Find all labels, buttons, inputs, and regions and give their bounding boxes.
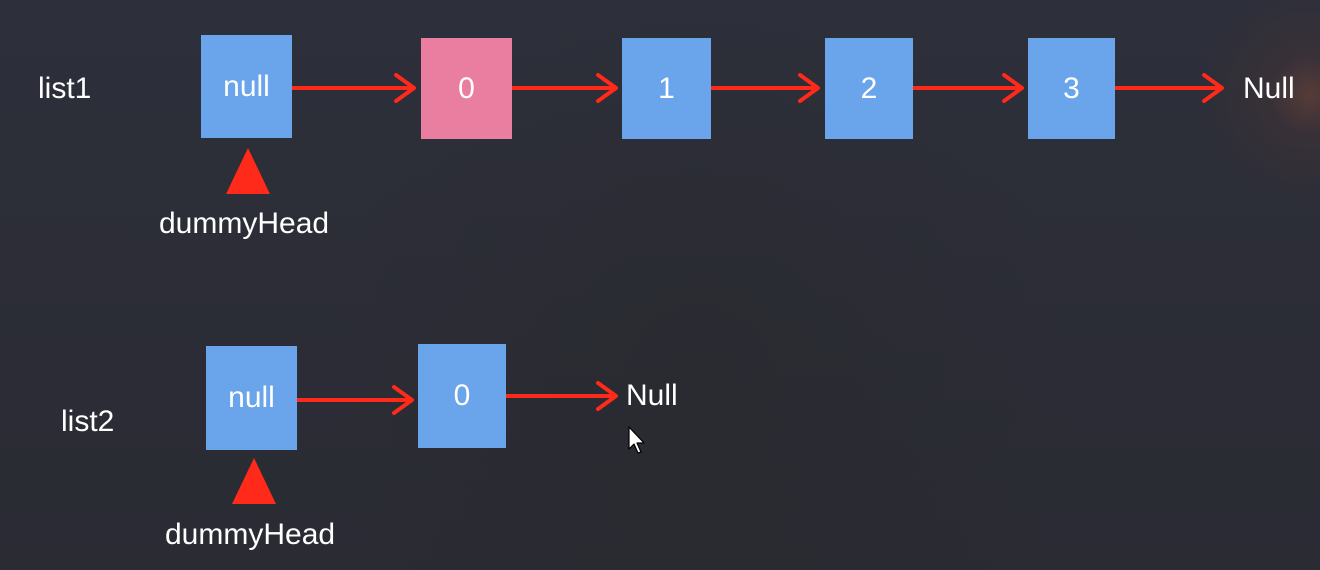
triangle-up-icon	[232, 458, 276, 504]
list2-pointer-label: dummyHead	[165, 518, 336, 551]
node-value: 1	[658, 71, 675, 105]
triangle-up-icon	[226, 148, 270, 194]
node-value: 0	[453, 379, 471, 412]
arrow-null-to-0	[278, 73, 416, 103]
node-value: 2	[860, 71, 878, 105]
arrow-null-to-0	[274, 385, 414, 415]
node-value: null	[228, 381, 275, 414]
list1-node-2: 2	[825, 38, 913, 139]
list2-node-dummy: null	[206, 346, 297, 450]
list1-node-dummy: null	[201, 35, 292, 138]
list2-label: list2	[61, 405, 115, 438]
list2-terminator: Null	[626, 379, 678, 412]
list2-node-0: 0	[418, 344, 506, 448]
node-value: null	[223, 69, 270, 103]
list1-label: list1	[38, 72, 92, 105]
list1-node-0: 0	[421, 38, 512, 139]
list1-pointer-label: dummyHead	[159, 207, 330, 240]
node-value: 3	[1063, 71, 1080, 105]
list1-node-1: 1	[622, 38, 711, 139]
node-value: 0	[458, 71, 475, 105]
list1-terminator: Null	[1243, 72, 1295, 105]
mouse-pointer-icon	[628, 426, 645, 454]
list1-node-3: 3	[1028, 38, 1115, 139]
